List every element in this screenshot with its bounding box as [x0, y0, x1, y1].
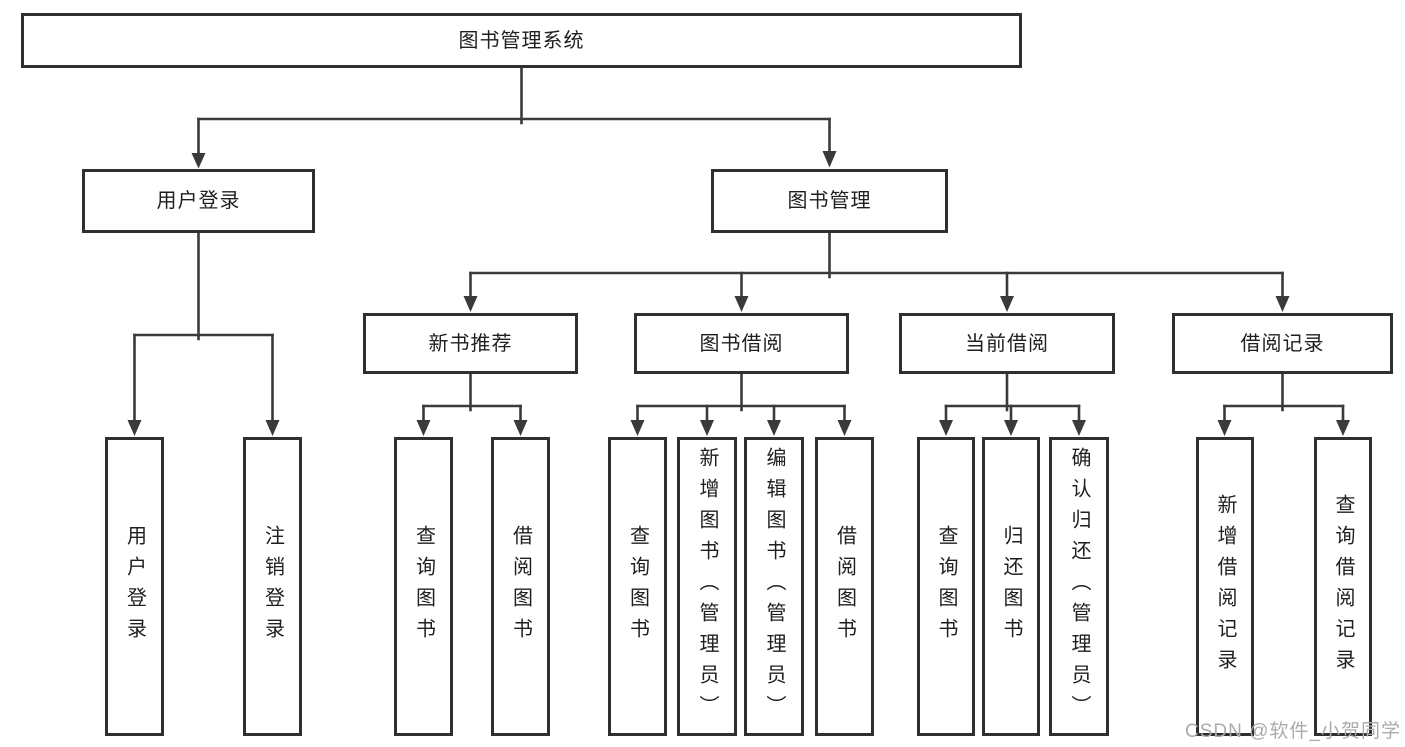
node-leaf-edit-books-admin: 编辑图书（管理员） [744, 437, 804, 736]
node-borrowing-records: 借阅记录 [1172, 313, 1393, 374]
node-leaf-query-books-borrow: 查询图书 [608, 437, 667, 736]
node-leaf-query-borrow-record: 查询借阅记录 [1314, 437, 1372, 736]
node-leaf-query-books-current: 查询图书 [917, 437, 975, 736]
node-leaf-confirm-return-admin: 确认归还（管理员） [1049, 437, 1109, 736]
node-leaf-logout: 注销登录 [243, 437, 302, 736]
node-new-book-recommendation: 新书推荐 [363, 313, 578, 374]
node-user-login: 用户登录 [82, 169, 315, 233]
node-leaf-query-books-recommend: 查询图书 [394, 437, 453, 736]
node-leaf-return-books: 归还图书 [982, 437, 1040, 736]
node-current-borrowing: 当前借阅 [899, 313, 1115, 374]
node-library-management-system: 图书管理系统 [21, 13, 1022, 68]
node-leaf-add-borrow-record: 新增借阅记录 [1196, 437, 1254, 736]
node-leaf-user-login: 用户登录 [105, 437, 164, 736]
node-leaf-borrow-books: 借阅图书 [815, 437, 874, 736]
node-book-borrowing: 图书借阅 [634, 313, 849, 374]
node-leaf-borrow-books-recommend: 借阅图书 [491, 437, 550, 736]
node-leaf-add-books-admin: 新增图书（管理员） [677, 437, 737, 736]
csdn-watermark: CSDN @软件_小贺同学 [1185, 721, 1401, 742]
node-book-management: 图书管理 [711, 169, 948, 233]
